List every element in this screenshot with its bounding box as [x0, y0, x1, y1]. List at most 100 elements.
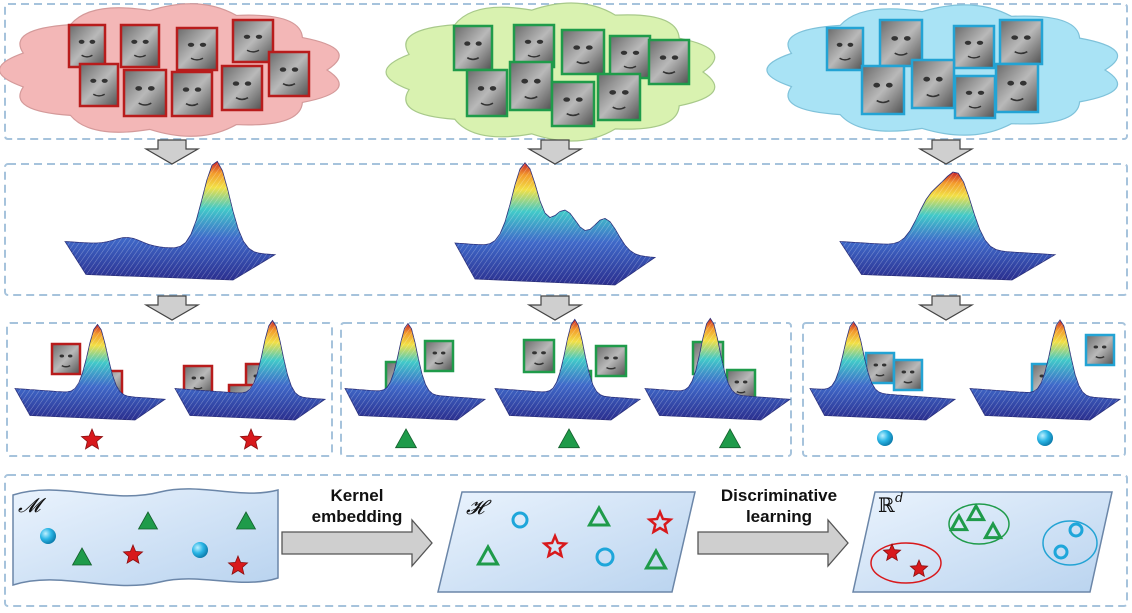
face-eye: [243, 34, 251, 39]
face-mouth: [576, 61, 590, 65]
face-thumbnail: [122, 68, 168, 118]
face-eye: [1023, 35, 1031, 40]
face-eye: [563, 97, 571, 102]
face-eye: [131, 39, 138, 44]
triangle-marker: [394, 428, 418, 449]
kernel-embedding-arrow: [281, 518, 433, 568]
circle-marker: [1053, 544, 1069, 560]
face-eye: [621, 90, 629, 95]
face-eye: [147, 86, 155, 91]
space-r-label: ℝ: [878, 493, 895, 517]
face-thumbnail: [78, 62, 120, 108]
face-eye: [1011, 35, 1019, 40]
face-mouth: [894, 52, 908, 56]
face-photo: [952, 24, 996, 70]
triangle-marker: [475, 543, 501, 566]
face-photo: [825, 26, 865, 72]
triangle-marker: [948, 512, 970, 532]
face-thumbnail: [892, 358, 924, 392]
surface-mesh: [15, 324, 165, 420]
circle-marker: [877, 430, 893, 446]
down-arrow: [526, 295, 584, 321]
face-thumbnail: [594, 344, 628, 378]
dashed-panel: [802, 322, 1126, 457]
face-eye: [89, 39, 96, 44]
face-photo: [522, 338, 556, 374]
face-mouth: [92, 93, 106, 97]
face-thumbnail: [998, 18, 1044, 66]
face-photo: [170, 70, 214, 118]
face-mouth: [524, 95, 538, 100]
face-thumbnail: [910, 58, 956, 110]
surface-mesh: [645, 318, 790, 420]
face-thumbnail: [953, 74, 997, 120]
face-mouth: [466, 57, 480, 61]
face-photo: [452, 24, 494, 72]
face-photo: [122, 68, 168, 118]
face-thumbnail: [220, 64, 264, 112]
face-eye: [873, 82, 881, 88]
triangle-marker: [557, 428, 581, 449]
surface-mesh: [65, 161, 275, 280]
face-eye: [521, 78, 529, 84]
face-mouth: [61, 364, 71, 368]
face-photo: [220, 64, 264, 112]
face-thumbnail: [596, 72, 642, 122]
face-photo: [550, 80, 596, 128]
face-eye: [659, 55, 667, 60]
circle-marker: [595, 547, 615, 567]
face-eye: [1093, 345, 1099, 349]
face-eye: [232, 81, 240, 86]
face-mouth: [903, 380, 913, 384]
star-marker: [909, 558, 929, 578]
face-mouth: [736, 390, 746, 394]
face-mouth: [967, 55, 981, 59]
face-photo: [608, 34, 652, 80]
face-eye: [742, 380, 748, 384]
face-eye: [671, 55, 679, 60]
component-surface: [494, 318, 642, 421]
face-photo: [423, 339, 455, 373]
triangle-marker: [235, 511, 257, 530]
discriminative-label-line2: learning: [746, 507, 812, 526]
face-photo: [175, 26, 219, 72]
down-arrow: [917, 139, 975, 165]
face-eye: [885, 82, 893, 88]
component-surface: [174, 319, 327, 421]
surface-mesh: [455, 162, 655, 285]
face-eye: [194, 87, 202, 92]
density-surface-green: [454, 162, 657, 286]
surface-mesh: [175, 320, 325, 420]
face-eye: [440, 351, 446, 355]
face-photo: [267, 50, 311, 98]
density-surface-blue: [839, 171, 1057, 281]
face-thumbnail: [522, 338, 556, 374]
component-surface: [644, 317, 792, 421]
face-thumbnail: [50, 342, 82, 376]
face-eye: [965, 90, 973, 95]
face-thumbnail: [67, 23, 107, 69]
face-eye: [976, 40, 984, 45]
star-marker: [239, 427, 263, 450]
star-marker: [122, 543, 144, 564]
face-eye: [67, 354, 73, 358]
face-photo: [994, 62, 1040, 114]
face-photo: [560, 28, 606, 76]
face-mouth: [926, 93, 940, 98]
component-surface: [344, 322, 487, 421]
face-eye: [964, 40, 972, 45]
face-photo: [594, 344, 628, 378]
face-eye: [78, 39, 85, 44]
triangle-marker: [718, 428, 742, 449]
face-eye: [1019, 80, 1027, 86]
face-eye: [575, 97, 583, 102]
star-marker: [541, 532, 569, 559]
face-mouth: [527, 54, 541, 58]
face-thumbnail: [560, 28, 606, 76]
face-thumbnail: [952, 24, 996, 70]
face-thumbnail: [267, 50, 311, 98]
face-mouth: [235, 97, 249, 101]
face-photo: [67, 23, 107, 69]
face-photo: [998, 18, 1044, 66]
